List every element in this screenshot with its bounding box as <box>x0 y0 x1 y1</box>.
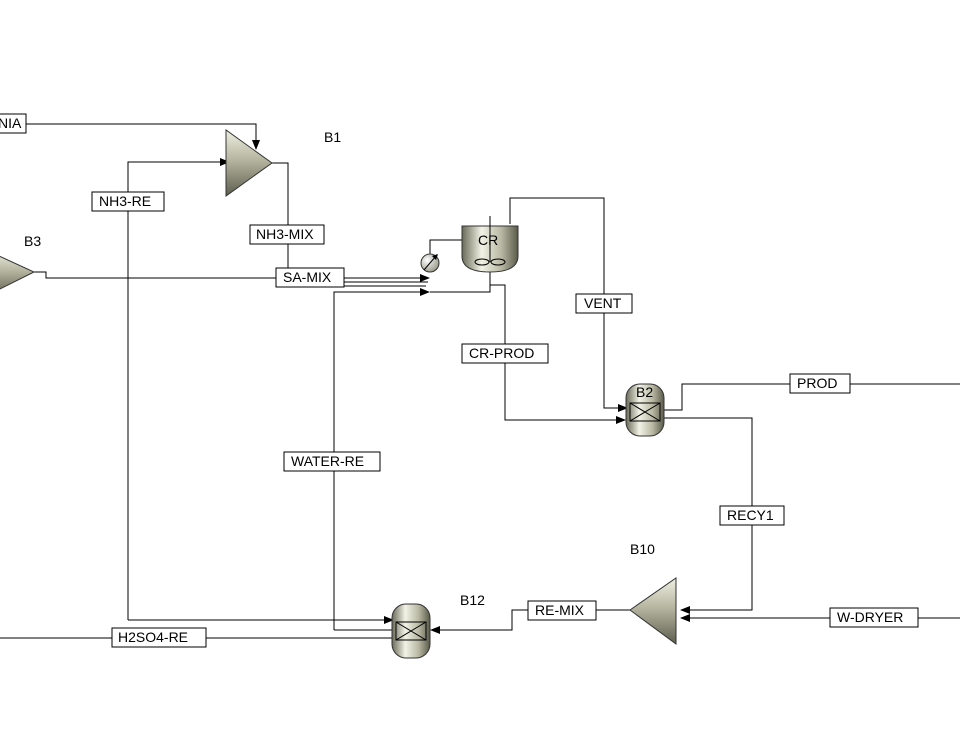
arrowhead <box>680 606 690 614</box>
packing-cross-icon <box>629 402 661 422</box>
block-cr-reactor[interactable]: CR <box>461 216 519 273</box>
arrowhead <box>420 274 430 282</box>
stream-line-water-re[interactable] <box>333 291 426 630</box>
stream-label-h2so4-re[interactable]: H2SO4-RE <box>111 627 207 648</box>
block-heat-exchanger[interactable] <box>420 253 440 273</box>
label-box <box>461 343 549 364</box>
stream-label-text: NH3-RE <box>99 193 151 209</box>
heater-arrow-icon <box>423 255 437 271</box>
stream-label-nh3-mix[interactable]: NH3-MIX <box>249 224 325 245</box>
arrowhead <box>420 288 430 296</box>
stream-line-hx-cr <box>429 239 462 255</box>
mixer-icon <box>629 577 677 645</box>
block-label-cr: CR <box>478 232 498 248</box>
stream-line-sa-mix[interactable] <box>34 271 426 279</box>
block-b1-mixer[interactable]: B1 <box>225 129 341 197</box>
packing-cross-icon <box>395 621 427 641</box>
label-box <box>829 607 919 628</box>
stream-label-text: RE-MIX <box>535 602 585 618</box>
label-box <box>275 267 345 288</box>
impeller-icon <box>474 258 490 266</box>
packing-box-icon <box>629 402 661 422</box>
arrowhead <box>220 158 230 166</box>
block-b3-mixer[interactable]: B3 <box>0 233 41 296</box>
block-b10-mixer[interactable]: B10 <box>629 541 677 645</box>
stream-label-text: NH3-MIX <box>256 226 314 242</box>
stream-line-vent[interactable] <box>509 197 624 409</box>
label-box <box>111 627 207 648</box>
stream-label-text: NIA <box>0 115 22 131</box>
label-box <box>719 505 785 526</box>
stream-label-text: WATER-RE <box>291 453 364 469</box>
block-label-b12: B12 <box>460 592 485 608</box>
stream-label-text: VENT <box>584 295 622 311</box>
mixer-icon <box>225 129 273 197</box>
stream-label-nh3-re[interactable]: NH3-RE <box>91 191 165 212</box>
stream-label-text: PROD <box>797 375 837 391</box>
stream-label-w-dryer[interactable]: W-DRYER <box>829 607 919 628</box>
stream-line-nh3-re[interactable] <box>127 161 226 620</box>
arrowhead <box>430 626 440 634</box>
stream-label-re-mix[interactable]: RE-MIX <box>527 600 597 621</box>
label-box <box>789 373 851 394</box>
block-label-b10: B10 <box>630 541 655 557</box>
arrowhead <box>616 416 626 424</box>
stream-label-text: SA-MIX <box>283 269 332 285</box>
label-box <box>527 600 597 621</box>
stream-label-sa-mix[interactable]: SA-MIX <box>275 267 345 288</box>
block-label-b3: B3 <box>24 233 41 249</box>
block-label-b2: B2 <box>636 384 653 400</box>
block-label-b1: B1 <box>324 129 341 145</box>
label-box <box>249 224 325 245</box>
impeller-icon <box>490 258 506 266</box>
mixer-icon <box>0 255 36 290</box>
stream-label-text: H2SO4-RE <box>118 629 188 645</box>
label-box <box>283 451 381 472</box>
block-b12-splitter[interactable]: B12 <box>391 592 485 659</box>
stream-label-recy1[interactable]: RECY1 <box>719 505 785 526</box>
label-box <box>0 113 27 134</box>
stream-label-ammonia[interactable]: NIA <box>0 113 27 134</box>
label-box <box>91 191 165 212</box>
arrowhead <box>680 614 690 622</box>
stream-label-text: RECY1 <box>727 507 774 523</box>
stream-line-hx-bottom <box>430 270 491 293</box>
label-box <box>575 293 633 314</box>
separator-vessel-icon <box>625 383 665 437</box>
stream-label-cr-prod[interactable]: CR-PROD <box>461 343 549 364</box>
stream-line-nh3-mix[interactable] <box>272 162 428 283</box>
stream-label-text: CR-PROD <box>469 345 534 361</box>
stream-line-ammonia[interactable] <box>0 123 257 146</box>
stream-label-vent[interactable]: VENT <box>575 293 633 314</box>
arrowhead <box>252 140 260 150</box>
arrowhead <box>384 616 394 624</box>
stream-label-water-re[interactable]: WATER-RE <box>283 451 381 472</box>
packing-box-icon <box>395 621 427 641</box>
stream-label-prod[interactable]: PROD <box>789 373 851 394</box>
block-b2-separator[interactable]: B2 <box>625 383 665 437</box>
arrowhead <box>618 404 628 412</box>
stream-label-text: W-DRYER <box>837 609 903 625</box>
arrowhead <box>432 254 438 260</box>
